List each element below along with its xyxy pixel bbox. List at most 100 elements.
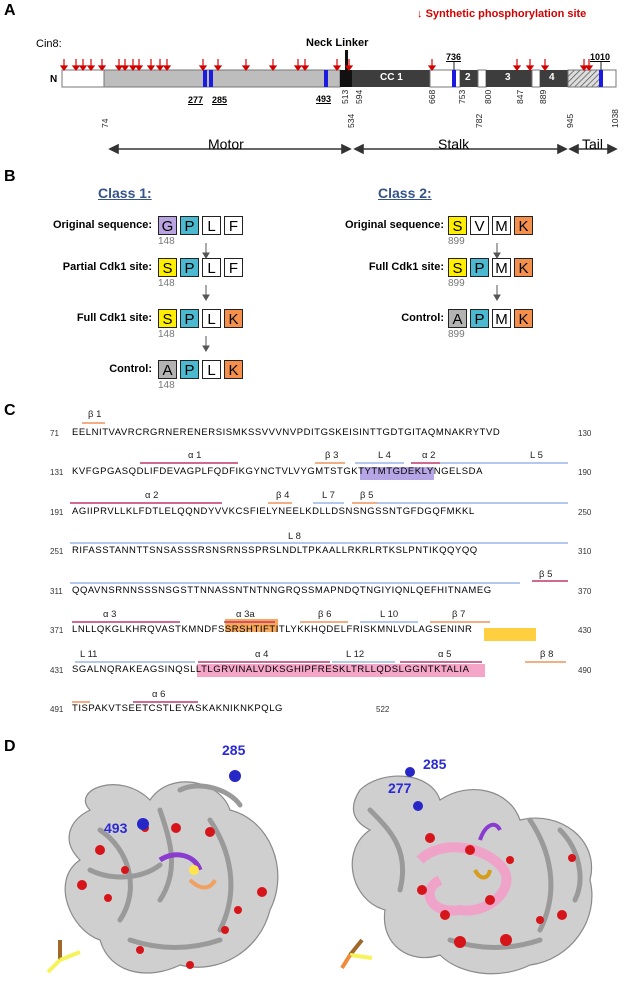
ss-alpha6: α 6 [152, 689, 166, 700]
seq-end-number: 370 [578, 587, 592, 596]
ss-beta6: β 6 [318, 609, 332, 620]
ss-alpha3a: α 3a [236, 609, 255, 620]
sequence-line: TISPAKVTSEETCSTLEYASKAKNIKNKPQLG [72, 703, 283, 714]
seq-start-number: 311 [50, 587, 63, 596]
amino-acid-box: P [180, 309, 199, 328]
ss-alpha5: α 5 [438, 649, 452, 660]
pos-800: 800 [483, 89, 493, 104]
tail-label: Tail [582, 136, 604, 152]
neck-linker-label: Neck Linker [306, 37, 369, 49]
amino-acid-box: S [158, 309, 177, 328]
amino-acid-box: F [224, 216, 243, 235]
amino-acid-box: P [180, 216, 199, 235]
pos-945: 945 [565, 113, 575, 128]
seq-end-number: 130 [578, 429, 592, 438]
ss-beta5b: β 5 [539, 569, 553, 580]
amino-acid-box: K [224, 309, 243, 328]
seq-end-number: 430 [578, 626, 592, 635]
panel-b-letter: B [4, 168, 16, 185]
class-arrows [202, 243, 501, 352]
sequence-line: RIFASSTANNTTSNSASSSRSNSRNSSPRSLNDLTPKAAL… [72, 545, 478, 556]
residue-number: 899 [448, 329, 465, 340]
seq-end-number: 190 [578, 468, 592, 477]
site-label-285: 285 [212, 95, 228, 105]
cin8-domain-diagram [59, 50, 618, 155]
ss-alpha2a: α 2 [422, 450, 436, 461]
ss-beta5: β 5 [360, 490, 374, 501]
class-row-label: Control: [401, 312, 444, 324]
pos-753: 753 [457, 89, 467, 104]
ss-alpha1: α 1 [188, 450, 202, 461]
cc2-label: 2 [465, 72, 471, 83]
seq-start-number: 191 [50, 508, 64, 517]
amino-acid-box: M [492, 258, 511, 277]
amino-acid-box: L [202, 216, 221, 235]
pos-594: 594 [354, 89, 364, 104]
pos-889: 889 [538, 89, 548, 104]
amino-acid-box: A [158, 360, 177, 379]
sequence-line: SGALNQRAKEAGSINQSLLTLGRVINALVDKSGHIPFRES… [72, 664, 470, 675]
structure-label-285-right: 285 [423, 756, 447, 772]
ss-alpha3: α 3 [103, 609, 117, 620]
amino-acid-box: M [492, 216, 511, 235]
pos-847: 847 [515, 89, 525, 104]
amino-acid-box: A [448, 309, 467, 328]
ss-bars [70, 422, 568, 703]
cc3-label: 3 [505, 72, 511, 83]
ss-alpha4: α 4 [255, 649, 269, 660]
ss-l11: L 11 [80, 649, 98, 660]
site-label-493: 493 [316, 94, 332, 104]
seq-end-number: 522 [376, 705, 390, 714]
stalk-label: Stalk [438, 136, 470, 152]
seq-end-number: 490 [578, 666, 592, 675]
class-row-label: Partial Cdk1 site: [62, 261, 152, 273]
seq-start-number: 251 [50, 547, 64, 556]
seq-start-number: 431 [50, 666, 64, 675]
class-row-label: Original sequence: [344, 219, 444, 231]
structure-label-493: 493 [104, 820, 128, 836]
pos-668: 668 [427, 89, 437, 104]
pos-534: 534 [346, 113, 356, 128]
structure-label-285-left: 285 [222, 742, 246, 758]
structure-label-277: 277 [388, 780, 412, 796]
seq-end-number: 250 [578, 508, 592, 517]
class-row-label: Full Cdk1 site: [76, 312, 152, 324]
amino-acid-box: S [158, 258, 177, 277]
seq-start-number: 71 [50, 429, 59, 438]
amino-acid-box: L [202, 309, 221, 328]
ss-beta7: β 7 [452, 609, 466, 620]
panel-c-letter: C [4, 402, 16, 419]
site-label-736: 736 [446, 52, 462, 62]
motor-label: Motor [208, 136, 244, 152]
pos-782: 782 [474, 113, 484, 128]
seq-start-number: 371 [50, 626, 64, 635]
amino-acid-box: P [180, 360, 199, 379]
amino-acid-box: V [470, 216, 489, 235]
amino-acid-box: K [514, 309, 533, 328]
ss-l4: L 4 [378, 450, 391, 461]
amino-acid-box: S [448, 216, 467, 235]
structure-right [340, 767, 593, 975]
class-row-label: Control: [109, 363, 152, 375]
pos-74: 74 [100, 118, 110, 128]
residue-number: 148 [158, 278, 175, 289]
amino-acid-box: L [202, 360, 221, 379]
pos-513: 513 [340, 89, 350, 104]
ss-alpha2b: α 2 [145, 490, 159, 501]
protein-name: Cin8: [36, 38, 62, 50]
site-label-277: 277 [188, 95, 204, 105]
amino-acid-box: S [448, 258, 467, 277]
amino-acid-box: M [492, 309, 511, 328]
class1-title: Class 1: [98, 185, 152, 201]
residue-number: 148 [158, 380, 175, 391]
ss-l7: L 7 [322, 490, 335, 501]
amino-acid-box: F [224, 258, 243, 277]
ss-beta8: β 8 [540, 649, 554, 660]
seq-start-number: 131 [50, 468, 64, 477]
switch-highlight-dlagse [484, 628, 536, 641]
amino-acid-box: P [470, 258, 489, 277]
cc4-label: 4 [549, 72, 555, 83]
class2-title: Class 2: [378, 185, 432, 201]
amino-acid-box: K [514, 258, 533, 277]
ss-beta3: β 3 [325, 450, 339, 461]
